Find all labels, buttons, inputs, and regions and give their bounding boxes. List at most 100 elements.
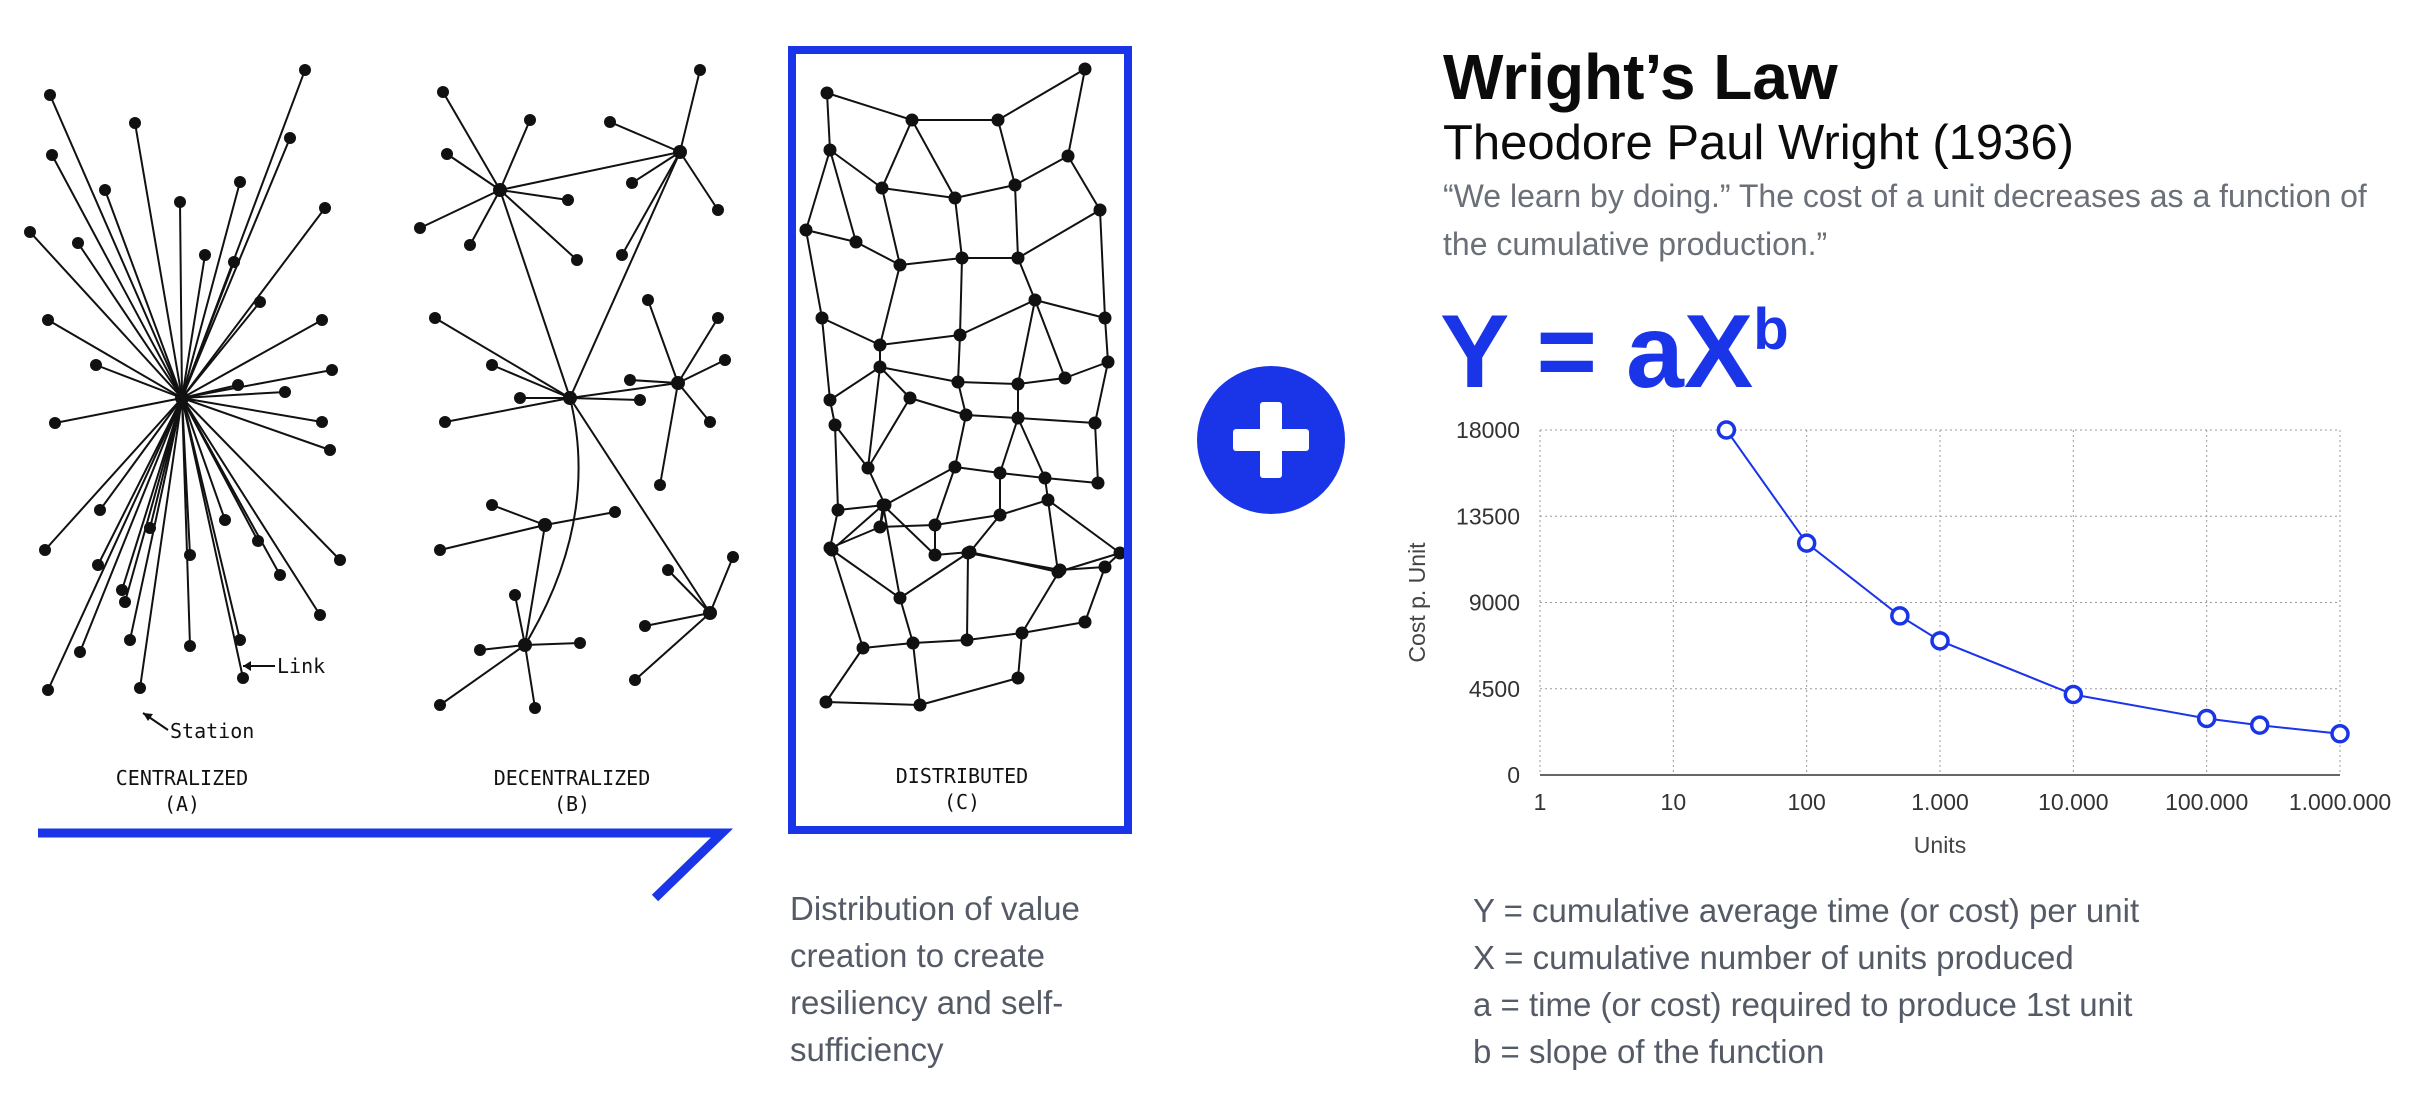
network-link [121, 397, 183, 591]
distributed-node [953, 328, 967, 342]
network-link [884, 466, 956, 506]
distributed-node [825, 543, 839, 557]
distributed-node [951, 375, 965, 389]
distributed-node [1078, 62, 1092, 76]
network-link [659, 382, 679, 486]
decentralized-node [639, 620, 651, 632]
centralized-node [129, 117, 141, 129]
decentralized-hub [671, 376, 685, 390]
decentralized-node [712, 204, 724, 216]
data-point [2063, 684, 2084, 705]
network-link [912, 642, 921, 706]
network-link [1014, 184, 1019, 259]
distributed-node [1028, 293, 1042, 307]
decentralized-network [414, 64, 739, 714]
distributed-node [820, 86, 834, 100]
distributed-node [893, 258, 907, 272]
network-link [999, 417, 1019, 474]
network-link [634, 612, 711, 681]
distributed-node [1041, 493, 1055, 507]
network-link [667, 569, 711, 614]
network-link [499, 189, 571, 399]
legend-item: a = time (or cost) required to produce 1… [1473, 986, 2133, 1023]
centralized-node [92, 559, 104, 571]
network-link [677, 382, 711, 423]
y-tick-label: 18000 [1456, 417, 1520, 443]
network-link [1094, 361, 1109, 424]
network-link [479, 644, 526, 651]
decentralized-node [642, 294, 654, 306]
distribution-caption: Distribution of value creation to create… [790, 890, 1080, 1068]
network-link [181, 397, 323, 423]
legend-item: X = cumulative number of units produced [1473, 939, 2074, 976]
network-link [47, 319, 183, 399]
formula-legend: Y = cumulative average time (or cost) pe… [1473, 887, 2139, 1075]
network-link [181, 391, 286, 399]
network-link [647, 299, 679, 384]
network-diagrams: CENTRALIZED (A) DECENTRALIZED (B) DISTRI… [24, 46, 1132, 902]
network-link [181, 397, 281, 576]
distributed-node [1008, 178, 1022, 192]
network-link [439, 524, 546, 551]
network-link [569, 397, 641, 401]
centralized-node [144, 522, 156, 534]
network-link [1017, 632, 1023, 679]
decentralized-node [727, 551, 739, 563]
network-link [1021, 569, 1061, 634]
network-link [95, 364, 183, 399]
decentralized-node [634, 394, 646, 406]
distributed-node [1088, 416, 1102, 430]
wright-quote: “We learn by doing.” The cost of a unit … [1443, 178, 2367, 262]
network-link [911, 119, 956, 199]
network-link [709, 556, 734, 614]
network-link [181, 397, 331, 451]
y-tick-label: 9000 [1469, 590, 1520, 616]
x-tick-label: 10.000 [2038, 789, 2108, 815]
network-link [1021, 621, 1086, 634]
decentralized-node [704, 416, 716, 428]
distributed-node [856, 641, 870, 655]
decentralized-hub [538, 518, 552, 532]
wright-formula: Y = aXb [1440, 270, 1789, 412]
formula-exponent: b [1753, 297, 1789, 362]
centralized-node [134, 682, 146, 694]
network-link [825, 647, 864, 703]
distributed-node [893, 591, 907, 605]
decentralized-node [529, 702, 541, 714]
centralized-hub [175, 391, 189, 405]
network-link [499, 119, 531, 191]
network-link [1067, 68, 1086, 157]
network-link [826, 92, 831, 151]
distributed-node [875, 181, 889, 195]
network-link [829, 149, 857, 243]
network-link [966, 552, 969, 641]
centralized-node [319, 202, 331, 214]
centralized-node [46, 149, 58, 161]
centralized-node [49, 417, 61, 429]
network-link [805, 149, 831, 231]
network-link [831, 549, 864, 649]
network-link [959, 257, 963, 336]
centralized-node [254, 296, 266, 308]
distributed-node [819, 695, 833, 709]
network-link [524, 397, 580, 646]
network-link [909, 397, 967, 416]
network-link [181, 319, 323, 399]
network-link [965, 414, 1019, 419]
distributed-node [1011, 411, 1025, 425]
network-link [444, 397, 571, 423]
distributed-network [799, 62, 1127, 712]
distributed-label: DISTRIBUTED [896, 764, 1028, 788]
centralized-node [42, 314, 54, 326]
network-link [934, 514, 1001, 526]
network-link [47, 397, 183, 691]
network-link [181, 207, 326, 399]
centralized-node [284, 132, 296, 144]
network-link [97, 397, 183, 566]
chart-grid [1539, 429, 2341, 776]
centralized-node [228, 256, 240, 268]
centralized-network [24, 64, 346, 696]
distributed-node [1061, 149, 1075, 163]
decentralized-node [437, 86, 449, 98]
decentralized-hub [493, 183, 507, 197]
